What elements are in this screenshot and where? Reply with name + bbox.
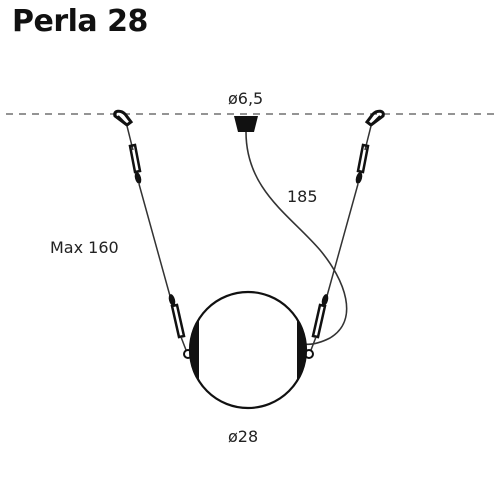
right-suspension-cable bbox=[304, 125, 372, 359]
power-cable bbox=[245, 131, 348, 346]
canopy-diameter-label: ø6,5 bbox=[228, 89, 263, 108]
lamp-sphere bbox=[188, 290, 308, 410]
max-suspension-label: Max 160 bbox=[50, 238, 119, 257]
left-suspension-cable bbox=[126, 125, 193, 359]
ceiling-canopy bbox=[234, 116, 258, 132]
cable-length-label: 185 bbox=[287, 187, 318, 206]
sphere-diameter-label: ø28 bbox=[228, 427, 258, 446]
left-ceiling-hook bbox=[113, 109, 134, 127]
page-title: Perla 28 bbox=[12, 4, 148, 39]
right-ceiling-hook bbox=[364, 109, 385, 127]
